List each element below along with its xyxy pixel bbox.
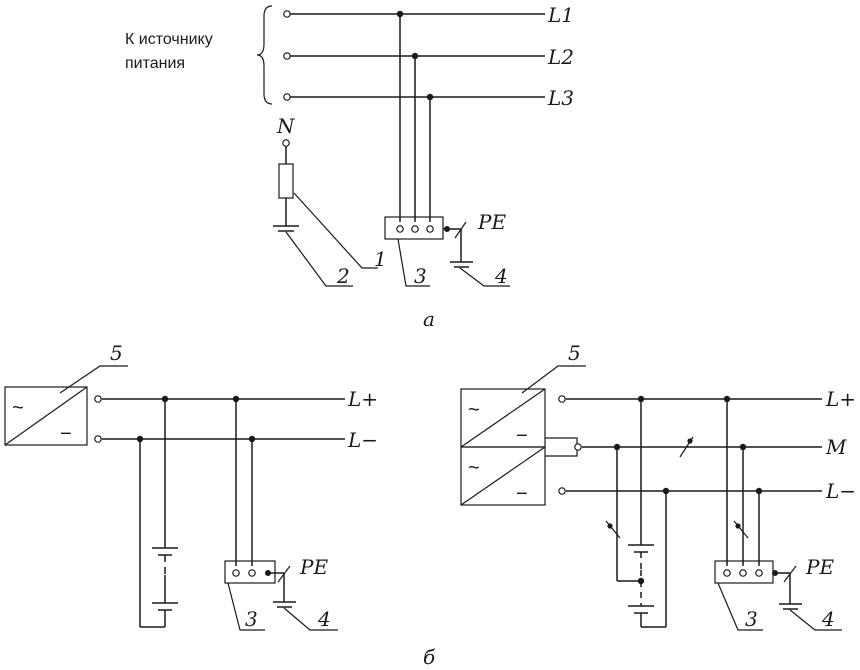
line-label-lplus-left: L+	[347, 387, 378, 411]
pe-ground-symbol	[450, 261, 473, 268]
diagram-a: К источнику питания L1 L2 L3	[125, 3, 574, 331]
line-label-lplus-right: L+	[825, 387, 856, 411]
line-label-lminus-right: L−	[825, 479, 856, 503]
supply-ac-symbol-right-top: ~	[468, 399, 480, 421]
line-label-l2: L2	[547, 45, 574, 69]
pe-label-b-left: PE	[299, 555, 328, 579]
line-label-m-right: M	[825, 435, 847, 459]
source-brace	[256, 5, 273, 105]
callout-3: 3	[414, 264, 427, 288]
pe-label-b-right: PE	[805, 555, 834, 579]
supply-ac-symbol-right-bottom: ~	[468, 457, 480, 479]
line-label-l1: L1	[547, 3, 574, 27]
equipment-taps	[396, 10, 434, 222]
callout-4: 4	[494, 264, 508, 288]
line-label-l3: L3	[547, 86, 574, 110]
callout-5-right: 5	[568, 341, 581, 365]
caption-b: б	[423, 645, 436, 669]
callout-4-left: 4	[317, 607, 331, 631]
phase-lines	[283, 10, 545, 101]
pe-label-a: PE	[477, 210, 506, 234]
equipment-terminal-block-left	[224, 560, 296, 608]
source-label-line2: питания	[125, 55, 185, 72]
neutral-grounding-resistor	[273, 139, 299, 232]
neutral-label: N	[276, 114, 296, 138]
supply-dc-symbol-right-bottom: −	[516, 483, 528, 505]
caption-a: а	[423, 307, 435, 331]
supply-dc-symbol-left: −	[60, 423, 72, 445]
equipment-terminal-block-right	[714, 560, 802, 610]
source-label-line1: К источнику	[125, 31, 213, 48]
callout-3-right: 3	[745, 607, 758, 631]
diagram-b-right: ~ − ~ − L+ M L−	[460, 341, 856, 631]
diagram-b-left: ~ − L+ L−	[4, 341, 378, 631]
line-label-lminus-left: L−	[347, 428, 378, 452]
callout-1: 1	[374, 247, 387, 271]
callout-4-right: 4	[821, 607, 835, 631]
battery-branch-right	[605, 395, 670, 628]
leader-lines-a	[285, 192, 510, 287]
equipment-terminal-block	[384, 216, 467, 262]
callout-5-left: 5	[110, 341, 123, 365]
supply-dc-symbol-right-top: −	[516, 425, 528, 447]
callout-2: 2	[336, 264, 350, 288]
battery-branch-left	[136, 395, 178, 628]
supply-ac-symbol-left: ~	[12, 397, 24, 419]
callout-3-left: 3	[245, 607, 258, 631]
